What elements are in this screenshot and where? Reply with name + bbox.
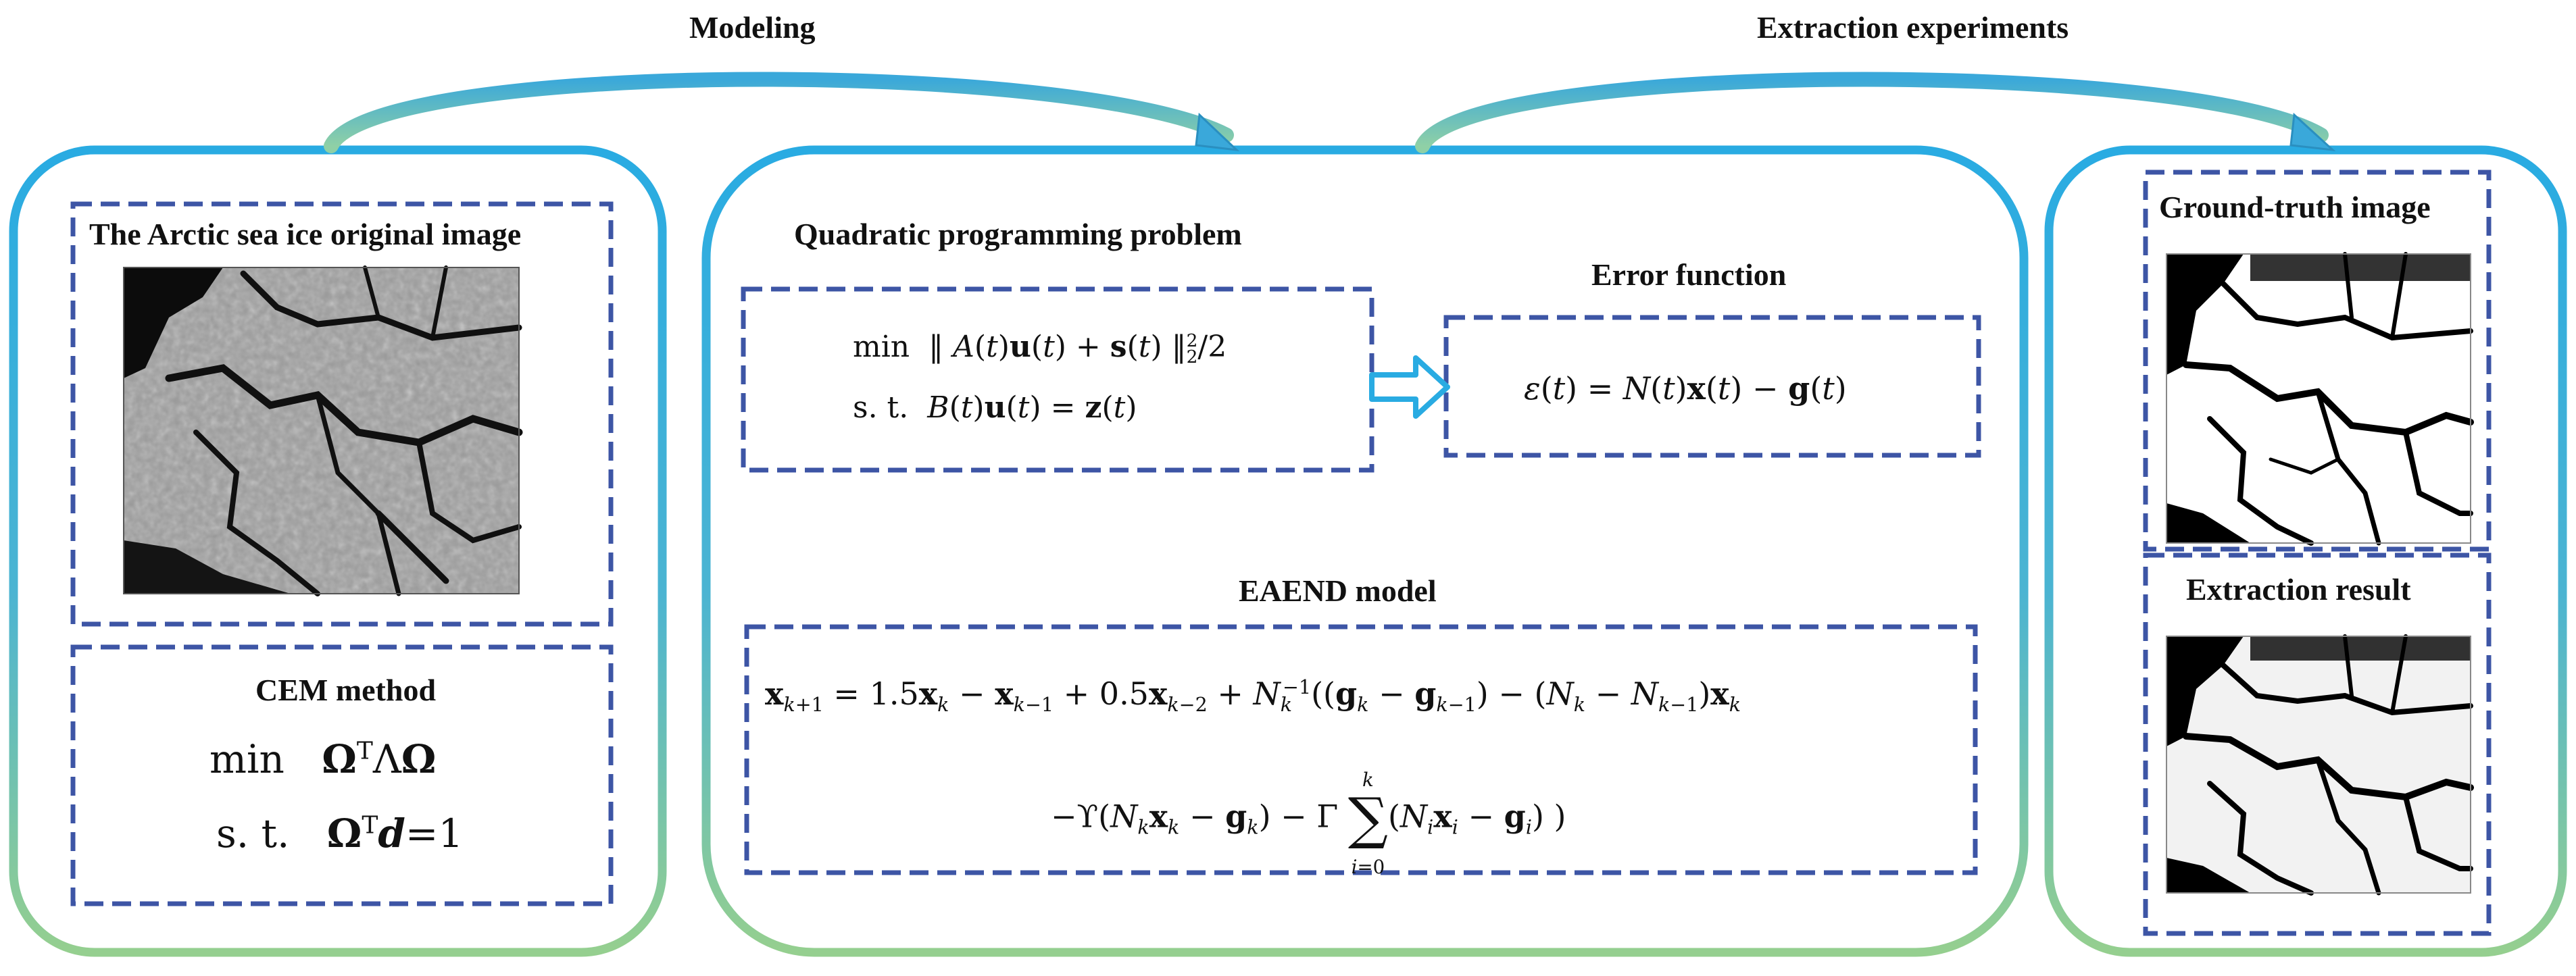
cem-objective-prefix: min [209,736,284,782]
eaend-equation-line1: xk+1 = 1.5xk − xk−1 + 0.5xk−2 + Nk−1((gk… [765,675,1741,717]
ground-truth-box [2143,170,2492,552]
cem-constraint: s. t. ΩTd=1 [216,811,464,856]
hollow-right-arrow [1369,355,1450,419]
eaend-coef-b: 0.5 [1099,675,1149,712]
qp-objective-prefix: min [853,330,910,364]
qp-constraint: s. t. B(t)u(t) = z(t) [853,390,1137,425]
original-image-box [70,201,614,627]
cem-method-title: CEM method [255,673,437,707]
cem-objective: min ΩTΛΩ [209,736,437,782]
modeling-arrow [324,72,1234,153]
eaend-equation-line2: −ϒ(Nkxk − gk) − Γ k∑i=0(Nixi − gi) ) [1051,769,1566,878]
extraction-experiments-label: Extraction experiments [1757,10,2069,45]
error-function-title: Error function [1591,257,1787,292]
modeling-arrowhead [1195,112,1240,152]
qp-constraint-prefix: s. t. [853,390,909,425]
qp-box [741,286,1374,473]
eaend-model-title: EAEND model [1239,573,1437,608]
extraction-arrowhead [2289,112,2336,152]
middle-panel [701,145,2029,957]
eaend-coef-a: 1.5 [869,675,919,712]
qp-title: Quadratic programming problem [794,217,1242,251]
extraction-result-image [2166,634,2474,896]
error-function-box [1443,315,1981,458]
eaend-model-box [744,624,1978,875]
original-image-title: The Arctic sea ice original image [89,217,522,251]
ground-truth-title: Ground-truth image [2159,190,2431,224]
extraction-arrow [1415,72,2329,153]
cem-constraint-rhs: =1 [405,811,464,856]
cem-constraint-prefix: s. t. [216,811,290,856]
modeling-label: Modeling [689,10,816,45]
extraction-result-box [2143,553,2492,936]
cem-method-box [70,644,614,906]
left-panel [9,145,667,957]
right-panel [2044,145,2567,957]
error-function-equation: ε(t) = N(t)x(t) − g(t) [1524,370,1847,407]
extraction-result-title: Extraction result [2186,572,2411,607]
ground-truth-image [2166,252,2474,546]
original-sea-ice-image [123,265,523,596]
